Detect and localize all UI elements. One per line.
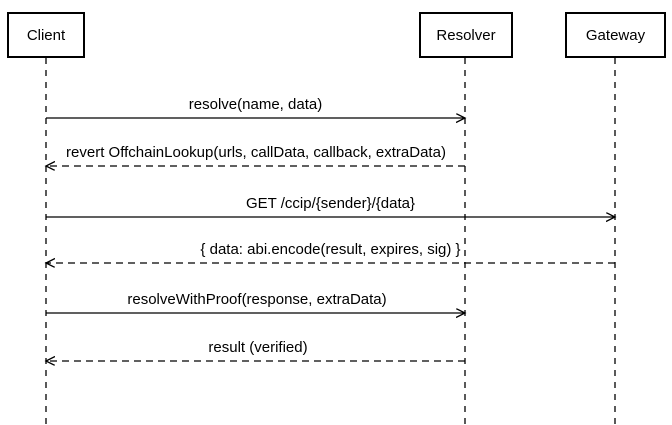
message-label-resolvewithproof: resolveWithProof(response, extraData) — [127, 291, 387, 308]
message-label-resolve: resolve(name, data) — [188, 96, 323, 113]
participant-label-resolver: Resolver — [436, 26, 496, 44]
message-label-revert-offchainlookup: revert OffchainLookup(urls, callData, ca… — [66, 144, 446, 161]
message-label-gateway-response: { data: abi.encode(result, expires, sig)… — [200, 241, 461, 258]
participant-label-client: Client — [26, 26, 66, 44]
participant-box-resolver: Resolver — [419, 12, 513, 58]
participant-box-gateway: Gateway — [565, 12, 666, 58]
participant-label-gateway: Gateway — [585, 26, 646, 44]
message-label-result-verified: result (verified) — [208, 339, 308, 356]
participant-box-client: Client — [7, 12, 85, 58]
message-label-get-ccip: GET /ccip/{sender}/{data} — [245, 195, 416, 212]
